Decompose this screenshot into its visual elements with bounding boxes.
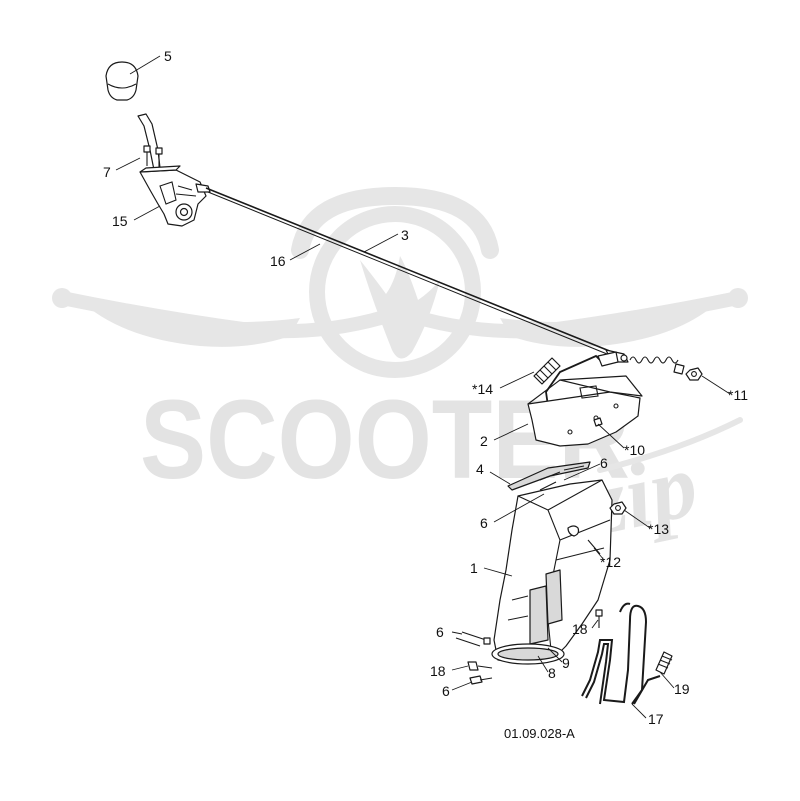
callout-9: 9 bbox=[562, 655, 570, 671]
shift-rod bbox=[137, 113, 161, 171]
callout-16: 16 bbox=[270, 253, 286, 269]
callout-6-left: 6 bbox=[436, 624, 444, 640]
callout-15: 15 bbox=[112, 213, 128, 229]
callout-11: *11 bbox=[728, 387, 748, 403]
callout-1: 1 bbox=[470, 560, 478, 576]
callout-labels: 5 7 15 16 3 *11 *14 2 *10 4 6 6 *13 *12 … bbox=[103, 48, 748, 727]
part-6-bolts-left bbox=[455, 631, 491, 647]
callout-19: 19 bbox=[674, 681, 690, 697]
callout-7: 7 bbox=[103, 164, 111, 180]
callout-18-lower: 18 bbox=[430, 663, 446, 679]
part-4-plate bbox=[507, 461, 591, 491]
reference-code: 01.09.028-A bbox=[504, 726, 575, 741]
part-5-shift-knob bbox=[105, 61, 139, 101]
part-12-bolt bbox=[587, 539, 601, 555]
part-17-crank-rod bbox=[581, 602, 661, 705]
part-18-bushing-lower bbox=[467, 661, 493, 685]
part-1-discharge-chute bbox=[491, 479, 613, 665]
callout-6-top: 6 bbox=[600, 455, 608, 471]
callout-3: 3 bbox=[401, 227, 409, 243]
callout-17: 17 bbox=[648, 711, 664, 727]
callout-2: 2 bbox=[480, 433, 488, 449]
part-18-bushing-upper bbox=[595, 609, 603, 628]
callout-6-mid: 6 bbox=[480, 515, 488, 531]
part-15-shift-bracket bbox=[139, 165, 211, 227]
part-19-grip bbox=[655, 651, 673, 675]
callout-8: 8 bbox=[548, 665, 556, 681]
part-2-chute-deflector bbox=[527, 351, 643, 447]
part-7-screws bbox=[143, 145, 163, 168]
callout-14: *14 bbox=[472, 381, 493, 397]
callout-10: *10 bbox=[624, 442, 645, 458]
callout-leader-lines bbox=[115, 55, 731, 719]
callout-6-bottom: 6 bbox=[442, 683, 450, 699]
callout-5: 5 bbox=[164, 48, 172, 64]
part-11-nut bbox=[685, 367, 703, 381]
part-14-spring bbox=[533, 357, 561, 385]
watermark: SCOOTER zip bbox=[52, 186, 748, 556]
callout-18-upper: 18 bbox=[572, 621, 588, 637]
callout-13: *13 bbox=[648, 521, 669, 537]
part-13-nut bbox=[609, 501, 627, 515]
callout-4: 4 bbox=[476, 461, 484, 477]
callout-12: *12 bbox=[600, 554, 621, 570]
